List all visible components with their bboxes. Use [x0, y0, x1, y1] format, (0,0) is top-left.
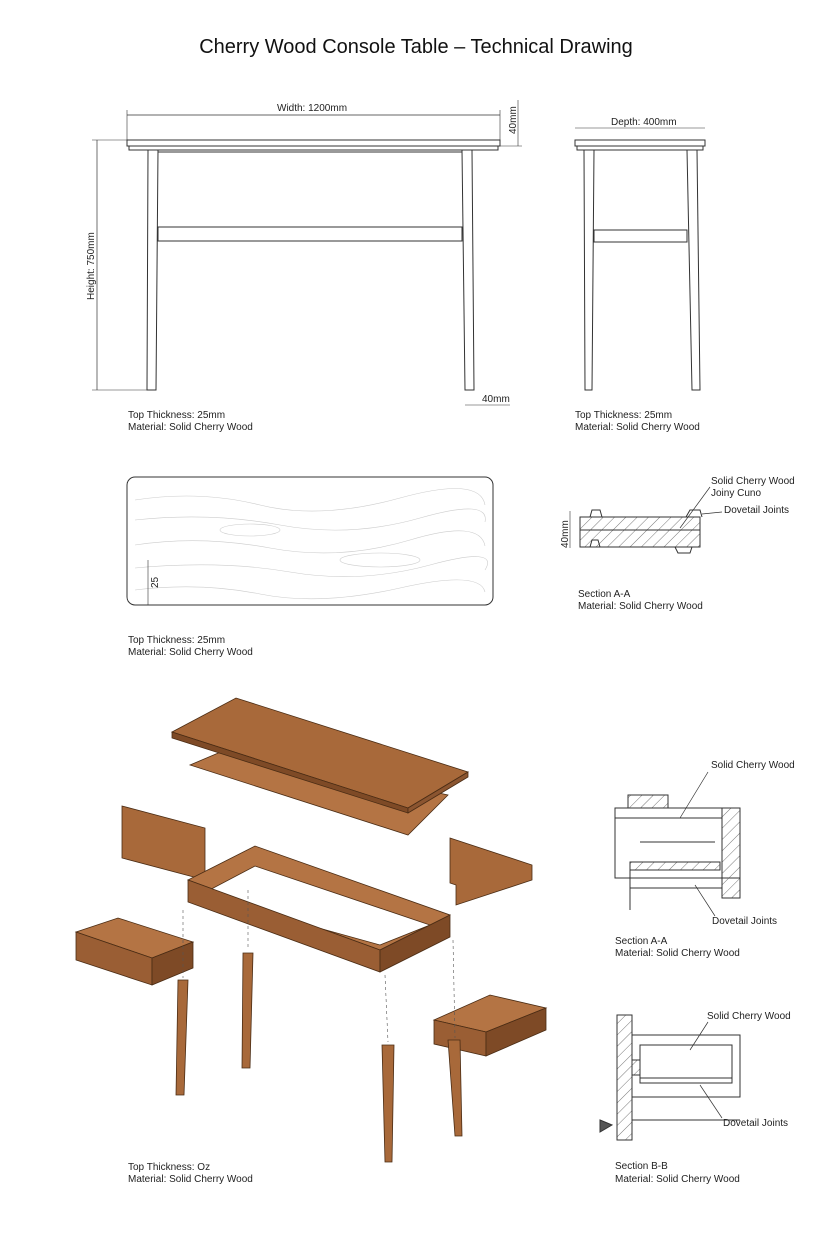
- leg-dim-label: 40mm: [482, 394, 510, 405]
- section-b-callout-wood: Solid Cherry Wood: [707, 1011, 791, 1022]
- front-tabletop: [126, 139, 501, 147]
- side-note-thickness: Top Thickness: 25mm: [575, 410, 673, 421]
- section-top-callout-wood: Solid Cherry Wood: [711, 476, 795, 487]
- front-view: [92, 100, 522, 406]
- height-label: Height: 750mm: [86, 232, 97, 300]
- front-leg-right: [461, 149, 475, 391]
- exploded-leg-3: [381, 1044, 395, 1163]
- side-note-material: Material: Solid Cherry Wood: [575, 422, 700, 433]
- section-a-material: Material: Solid Cherry Wood: [615, 948, 740, 959]
- front-note-material: Material: Solid Cherry Wood: [128, 422, 253, 433]
- exploded-leg-1: [175, 979, 189, 1096]
- top-note-material: Material: Solid Cherry Wood: [128, 647, 253, 658]
- exploded-subframe: [188, 747, 449, 836]
- exploded-side-panel-left: [121, 805, 206, 881]
- exploded-view: [74, 697, 548, 1163]
- side-view: [574, 127, 706, 391]
- top-thickness-dim-label: 40mm: [508, 106, 519, 134]
- section-a-detail: [614, 771, 741, 917]
- top-dim-label: 25: [150, 576, 161, 588]
- section-b-material: Material: Solid Cherry Wood: [615, 1174, 740, 1185]
- exploded-note-thickness: Top Thickness: Oz: [128, 1162, 211, 1173]
- depth-label: Depth: 400mm: [611, 117, 677, 128]
- section-top-material: Material: Solid Cherry Wood: [578, 601, 703, 612]
- section-a-callout-joints: Dovetail Joints: [712, 916, 778, 927]
- section-a-title: Section A-A: [615, 936, 668, 947]
- section-top-title: Section A-A: [578, 589, 631, 600]
- exploded-leg-4: [447, 1039, 463, 1137]
- section-b-callout-joints: Dovetail Joints: [723, 1118, 789, 1129]
- section-top-callout-joinery: Joiny Cuno: [711, 488, 762, 499]
- front-note-thickness: Top Thickness: 25mm: [128, 410, 226, 421]
- exploded-note-material: Material: Solid Cherry Wood: [128, 1174, 253, 1185]
- width-label: Width: 1200mm: [277, 103, 348, 114]
- section-top-callout-joints: Dovetail Joints: [724, 505, 790, 516]
- section-a-callout-wood: Solid Cherry Wood: [711, 760, 795, 771]
- section-top-detail: [569, 486, 723, 554]
- front-stretcher: [157, 226, 463, 242]
- section-b-detail: [599, 1014, 741, 1141]
- top-note-thickness: Top Thickness: 25mm: [128, 635, 226, 646]
- front-leg-left: [146, 149, 159, 391]
- exploded-side-panel-right: [449, 837, 533, 906]
- section-top-dim-label: 40mm: [560, 520, 571, 548]
- top-plan-view: [126, 476, 494, 606]
- exploded-leg-2: [241, 952, 254, 1069]
- page-title: Cherry Wood Console Table – Technical Dr…: [199, 36, 633, 58]
- section-b-title: Section B-B: [615, 1161, 668, 1172]
